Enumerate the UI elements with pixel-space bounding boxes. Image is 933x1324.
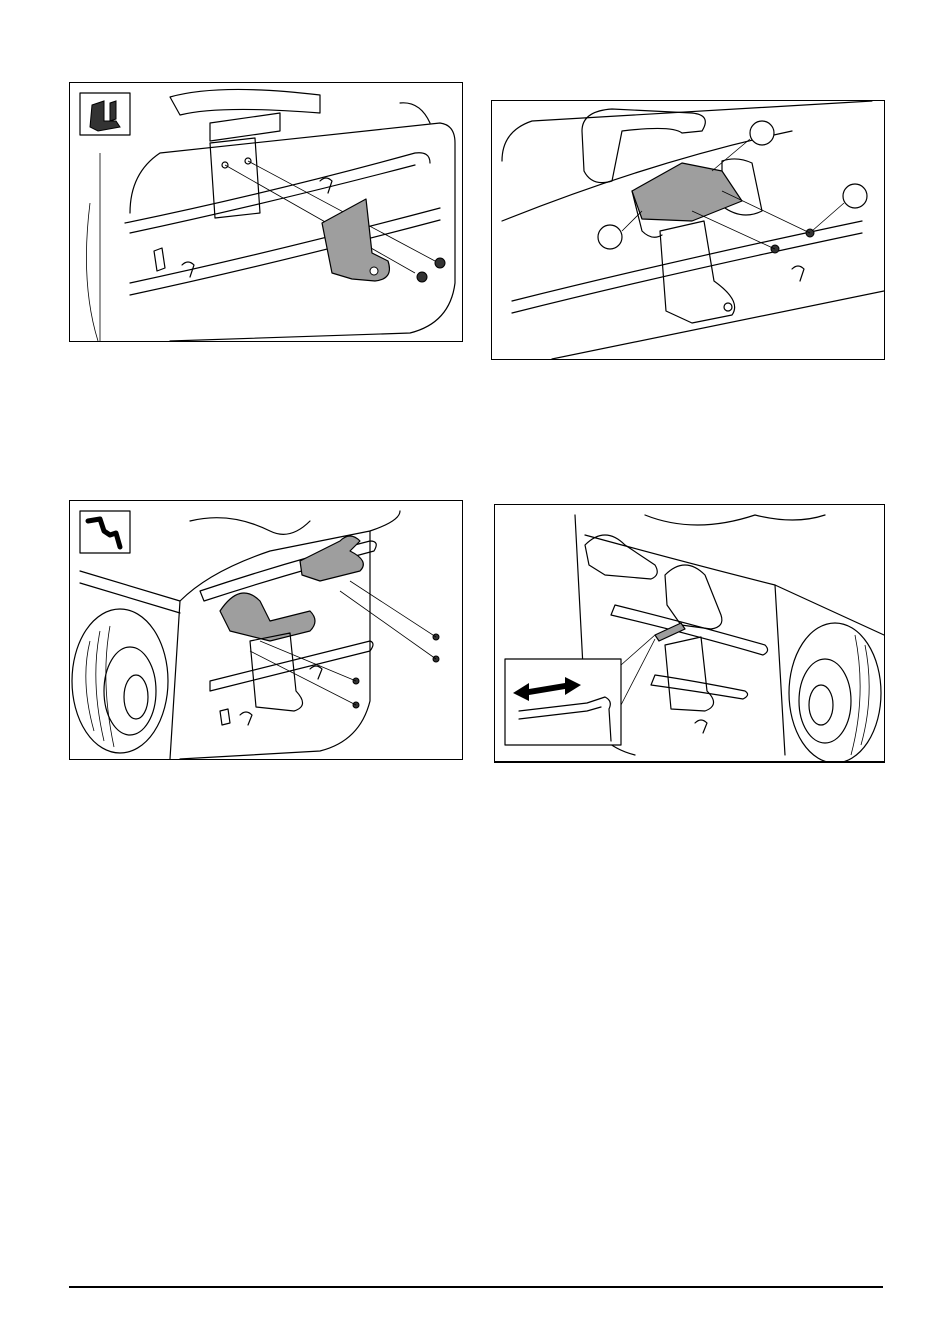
bracket-callouts-illustration: [492, 101, 884, 359]
figure-adjustment: [494, 504, 885, 763]
bolt-icon: [417, 258, 445, 282]
figure-bracket-callouts: [491, 100, 885, 360]
adjustment-illustration: [495, 505, 884, 761]
figure-hooks-mounting: [69, 500, 463, 760]
figure-bracket-mounting: [69, 82, 463, 342]
hook-icon: [80, 511, 130, 553]
bracket-mounting-illustration: [70, 83, 462, 341]
hooks-mounting-illustration: [70, 501, 462, 759]
callout-2: [812, 184, 867, 231]
callout-1: [712, 121, 774, 171]
adjust-rod-inset: [505, 635, 655, 745]
footer-rule: [69, 1286, 883, 1288]
bracket-icon: [80, 93, 130, 135]
callout-3: [598, 211, 642, 249]
